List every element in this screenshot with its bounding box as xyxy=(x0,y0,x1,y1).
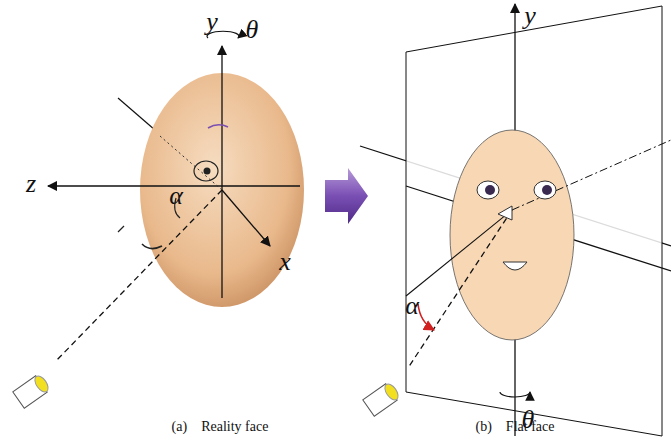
reality-face xyxy=(13,31,304,408)
axis-label: z xyxy=(26,171,36,197)
axis-label: x xyxy=(279,249,291,275)
rotation-label: θ xyxy=(246,17,259,43)
camera xyxy=(13,373,52,408)
transform-arrow xyxy=(325,168,368,224)
face-oval xyxy=(450,130,574,340)
sub-caption: (b) Flat face xyxy=(476,420,555,434)
axis-label: y xyxy=(206,9,218,35)
plane xyxy=(406,6,662,436)
angle-label: α xyxy=(405,293,419,319)
sub-caption: (a) Reality face xyxy=(172,420,269,434)
axis-label: y xyxy=(524,3,536,29)
flat-face xyxy=(360,4,671,436)
camera xyxy=(363,381,402,416)
angle-label: α xyxy=(169,183,183,209)
